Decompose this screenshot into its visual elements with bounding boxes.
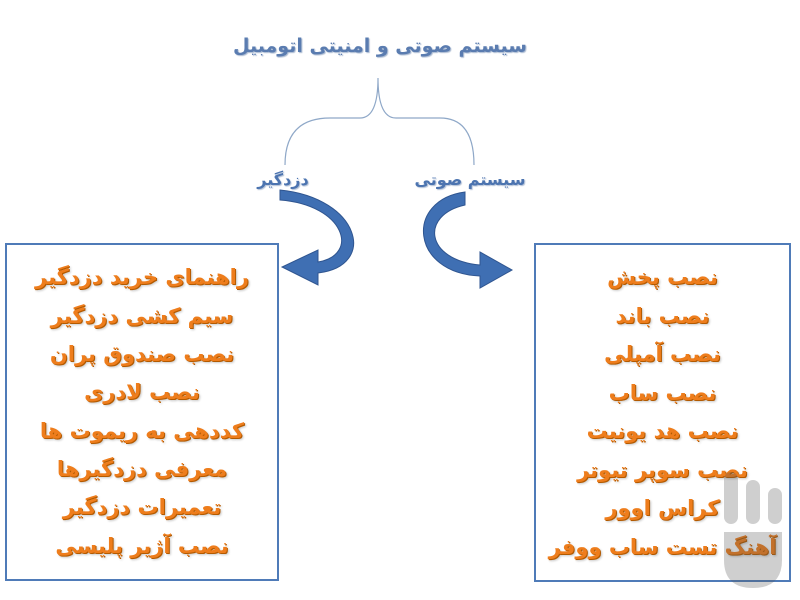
list-item[interactable]: کراس اوور <box>605 496 720 521</box>
branch-label-audio: سیستم صوتی <box>414 170 526 189</box>
list-item[interactable]: کددهی به ریموت ها <box>39 418 245 443</box>
audio-topics-box: نصب پخش نصب باند نصب آمپلی نصب ساب نصب ه… <box>534 243 791 582</box>
alarm-topics-box: راهنمای خرید دزدگیر سیم کشی دزدگیر نصب ص… <box>5 243 279 581</box>
list-item[interactable]: نصب باند <box>615 303 710 328</box>
list-item[interactable]: آهنگ تست ساب ووفر <box>548 534 777 559</box>
list-item[interactable]: نصب صندوق پران <box>49 341 235 366</box>
list-item[interactable]: نصب آمپلی <box>604 342 721 367</box>
list-item[interactable]: سیم کشی دزدگیر <box>50 303 234 328</box>
cafe-bazaar-logo-icon <box>724 472 782 588</box>
list-item[interactable]: نصب پخش <box>607 265 718 290</box>
list-item[interactable]: نصب سوپر تیوتر <box>577 457 748 482</box>
list-item[interactable]: نصب آژیر پلیسی <box>55 533 229 558</box>
list-item[interactable]: نصب لادری <box>84 380 200 405</box>
list-item[interactable]: راهنمای خرید دزدگیر <box>35 265 249 290</box>
list-item[interactable]: معرفی دزدگیرها <box>56 456 228 481</box>
branch-label-alarm: دزدگیر <box>257 170 309 189</box>
diagram-title: سیستم صوتی و امنیتی اتومبیل <box>233 35 527 57</box>
list-item[interactable]: نصب ساب <box>608 380 717 405</box>
list-item[interactable]: نصب هد یونیت <box>586 419 739 444</box>
list-item[interactable]: تعمیرات دزدگیر <box>62 495 222 520</box>
